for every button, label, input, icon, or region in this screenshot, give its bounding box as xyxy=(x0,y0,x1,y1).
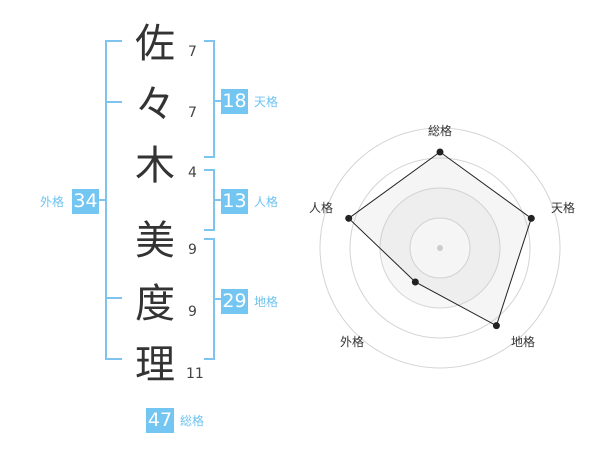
chikaku-bracket xyxy=(204,238,222,360)
name-char-6: 理 xyxy=(135,342,175,388)
jinkaku-label: 人格 xyxy=(254,195,279,209)
chikaku-badge: 29 xyxy=(221,289,248,314)
stroke-count-3: 4 xyxy=(188,165,197,181)
jinkaku-badge: 13 xyxy=(221,189,248,214)
radar-point-1 xyxy=(436,148,444,156)
radar-point-3 xyxy=(492,322,500,330)
name-char-5: 度 xyxy=(135,281,175,327)
stroke-count-4: 9 xyxy=(188,242,197,258)
name-char-1: 佐 xyxy=(135,21,175,67)
radar-point-2 xyxy=(527,214,535,222)
tenkaku-label: 天格 xyxy=(254,95,279,109)
stroke-count-2: 7 xyxy=(188,105,197,121)
soukaku-badge: 47 xyxy=(146,408,174,433)
gaikaku-label: 外格 xyxy=(40,195,65,209)
radar-center-dot xyxy=(437,245,443,251)
name-char-3: 木 xyxy=(135,143,175,189)
stroke-count-6: 11 xyxy=(186,366,204,382)
name-char-2: 々 xyxy=(135,82,175,128)
stroke-count-5: 9 xyxy=(188,304,197,320)
jinkaku-bracket xyxy=(204,169,222,231)
name-char-4: 美 xyxy=(135,218,175,264)
radar-label-gaikaku: 外格 xyxy=(339,335,364,349)
stroke-count-1: 7 xyxy=(188,44,197,60)
tenkaku-badge: 18 xyxy=(221,89,248,114)
radar-point-5 xyxy=(345,214,353,222)
gaikaku-bracket xyxy=(98,40,122,360)
radar-label-jinkaku: 人格 xyxy=(308,201,333,215)
gaikaku-badge: 34 xyxy=(72,189,99,214)
radar-label-tenkaku: 天格 xyxy=(550,201,575,215)
radar-point-4 xyxy=(411,278,419,286)
soukaku-label: 総格 xyxy=(180,414,205,428)
radar-label-soukaku: 総格 xyxy=(427,124,452,138)
radar-polygon xyxy=(347,151,532,327)
chikaku-label: 地格 xyxy=(254,295,279,309)
radar-label-chikaku: 地格 xyxy=(510,335,535,349)
tenkaku-bracket xyxy=(204,40,222,158)
